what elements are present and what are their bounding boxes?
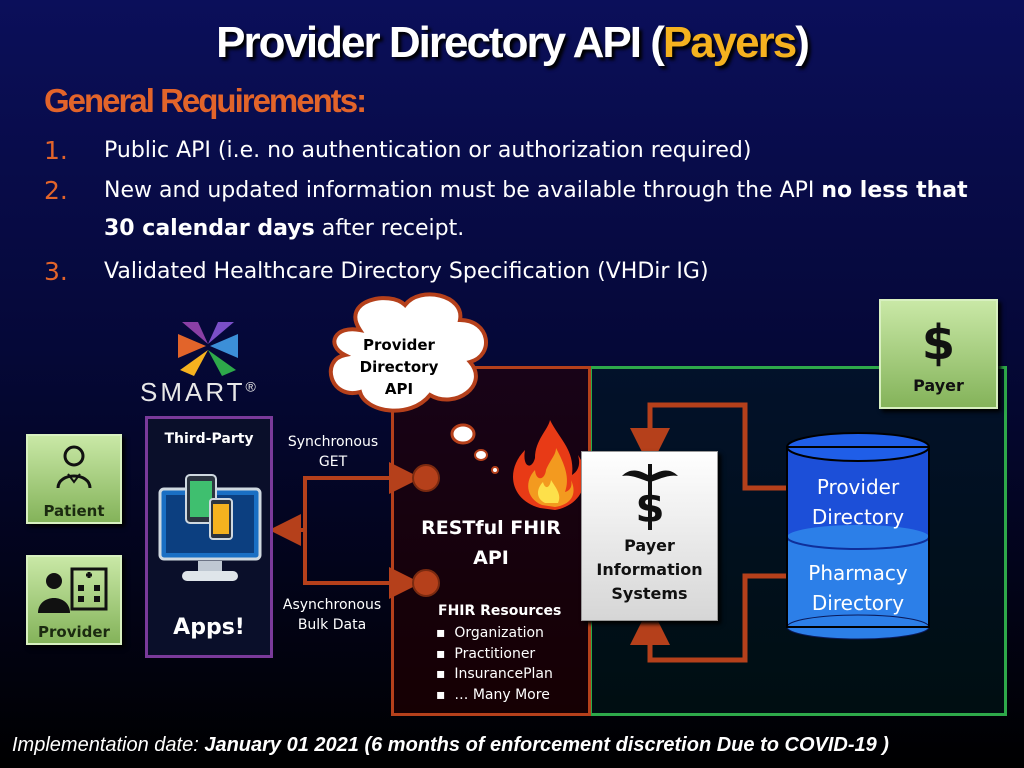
fhir-resource-text: Practitioner	[454, 646, 536, 662]
async-endpoint	[412, 569, 440, 597]
fhir-resource-text: Organization	[454, 625, 544, 641]
payer-label: Payer	[913, 376, 964, 395]
third-party-box: Third-Party Apps!	[145, 416, 273, 658]
cloud-line: API	[384, 380, 414, 398]
sync-endpoint	[412, 464, 440, 492]
payer-systems-label: Payer Information Systems	[582, 534, 717, 606]
devices-icon	[158, 474, 262, 581]
page-title: Provider Directory API (Payers)	[0, 18, 1024, 68]
cloud-line: Provider	[363, 336, 435, 354]
fhir-resource-item: ▪ Practitioner	[436, 646, 536, 662]
cloud-label: Provider Directory API	[346, 334, 452, 400]
payer-information-systems-box: $ Payer Information Systems	[581, 451, 718, 621]
pharmacy-directory-line: Directory	[811, 591, 905, 615]
caduceus-dollar-icon: $	[622, 464, 678, 532]
fhir-resource-item: ▪ Organization	[436, 625, 544, 641]
payer-systems-line: Systems	[611, 584, 688, 603]
smart-logo-word: SMART	[140, 377, 246, 407]
sync-async-arrows	[269, 462, 421, 599]
footer-prefix: Implementation date:	[12, 734, 205, 756]
requirement-text: Public API (i.e. no authentication or au…	[104, 138, 752, 163]
requirement-number: 2.	[44, 176, 68, 205]
provider-hospital-icon	[38, 567, 108, 613]
title-text: Provider Directory API (	[216, 18, 665, 67]
thought-bubble	[491, 466, 499, 474]
provider-box: Provider	[26, 555, 122, 645]
fhir-resource-item: ▪ … Many More	[436, 687, 550, 703]
requirement-text: Validated Healthcare Directory Specifica…	[104, 259, 709, 284]
fhir-resource-item: ▪ InsurancePlan	[436, 666, 553, 682]
payer-systems-line: Information	[596, 560, 703, 579]
smart-logo-reg: ®	[245, 378, 259, 395]
restful-line1: RESTful FHIR	[421, 517, 561, 539]
requirement-text: New and updated information must be avai…	[104, 172, 984, 248]
provider-directory-label: Provider Directory	[787, 472, 929, 532]
requirement-number: 1.	[44, 136, 68, 165]
smart-logo-text: SMART®	[140, 377, 259, 408]
third-party-label: Third-Party	[164, 431, 254, 447]
fhir-api-box	[391, 366, 591, 716]
cloud-line: Directory	[359, 358, 439, 376]
restful-line2: API	[473, 547, 509, 569]
restful-fhir-label: RESTful FHIR API	[393, 513, 589, 573]
dollar-icon: $	[921, 315, 956, 371]
sync-line1: Synchronous	[287, 434, 379, 450]
requirements-heading: General Requirements:	[44, 82, 367, 119]
fhir-resources-heading: FHIR Resources	[438, 603, 562, 619]
patient-box: Patient	[26, 434, 122, 524]
db-loop-arrows	[630, 402, 786, 663]
provider-directory-line: Directory	[811, 505, 905, 529]
database-cylinder	[786, 432, 930, 640]
footer-date: January 01 2021 (6 months of enforcement…	[204, 734, 889, 756]
sync-label: Synchronous GET	[278, 432, 388, 472]
payer-systems-line: Payer	[624, 536, 675, 555]
sync-line2: GET	[318, 454, 348, 470]
title-end: )	[795, 18, 810, 67]
smart-logo-icon	[178, 322, 238, 376]
requirement-text-post: after receipt.	[314, 216, 465, 241]
thought-bubble	[474, 449, 488, 461]
fhir-flame-icon	[513, 420, 585, 510]
async-label: Asynchronous Bulk Data	[276, 595, 388, 635]
patient-label: Patient	[43, 502, 105, 520]
cloud-shape	[328, 292, 488, 413]
pharmacy-directory-label: Pharmacy Directory	[787, 558, 929, 618]
requirement-number: 3.	[44, 257, 68, 286]
provider-directory-line: Provider	[816, 475, 900, 499]
fhir-resource-text: … Many More	[454, 687, 550, 703]
requirement-text-pre: New and updated information must be avai…	[104, 178, 822, 203]
svg-text:$: $	[635, 483, 664, 532]
fhir-resource-text: InsurancePlan	[454, 666, 553, 682]
implementation-date: Implementation date: January 01 2021 (6 …	[12, 734, 889, 757]
requirement-text-bold: no less that 30 calendar days	[104, 178, 968, 241]
async-line1: Asynchronous	[282, 597, 382, 613]
payer-box: $ Payer	[879, 299, 998, 409]
thought-bubble	[450, 423, 476, 445]
async-line2: Bulk Data	[297, 617, 367, 633]
title-highlight: Payers	[662, 18, 797, 67]
provider-label: Provider	[38, 623, 110, 641]
pharmacy-directory-line: Pharmacy	[808, 561, 908, 585]
patient-icon	[56, 445, 92, 488]
apps-label: Apps!	[173, 615, 245, 640]
